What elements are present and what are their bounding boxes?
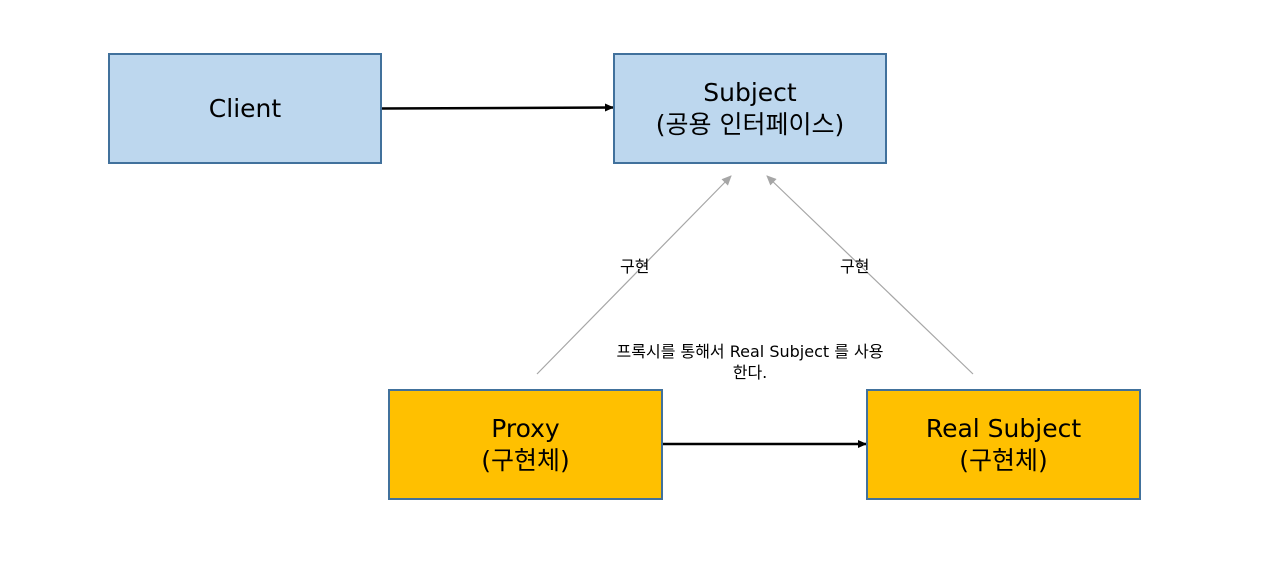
client-node: Client xyxy=(108,53,382,164)
client-to-subject-arrow xyxy=(381,103,614,112)
subject-node: Subject (공용 인터페이스) xyxy=(613,53,887,164)
real-subject-node: Real Subject (구현체) xyxy=(866,389,1141,500)
real-subject-node-subtitle: (구현체) xyxy=(959,445,1048,475)
subject-node-title: Subject xyxy=(703,77,797,107)
usage-note: 프록시를 통해서 Real Subject 를 사용 한다. xyxy=(580,341,920,383)
proxy-implements-subject-arrow xyxy=(536,175,732,375)
proxy-node-title: Proxy xyxy=(491,413,560,443)
real-subject-node-title: Real Subject xyxy=(925,413,1082,443)
usage-note-line1: 프록시를 통해서 Real Subject 를 사용 xyxy=(616,342,884,361)
client-node-label: Client xyxy=(208,93,282,123)
usage-note-line2: 한다. xyxy=(732,363,768,382)
proxy-node-subtitle: (구현체) xyxy=(481,445,570,475)
subject-node-subtitle: (공용 인터페이스) xyxy=(655,109,845,139)
implements-label-left: 구현 xyxy=(620,257,650,276)
realsubject-implements-subject-arrow xyxy=(766,175,974,375)
proxy-node: Proxy (구현체) xyxy=(388,389,663,500)
implements-label-right: 구현 xyxy=(840,257,870,276)
